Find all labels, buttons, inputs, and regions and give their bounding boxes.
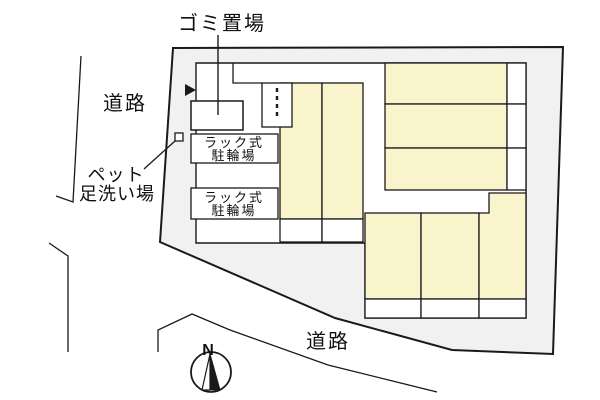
stall-end-box xyxy=(478,298,527,319)
rack2-label-line1: ラック式 xyxy=(204,190,264,205)
pet-wash-marker xyxy=(174,132,184,142)
pet-wash-label-line1: ペット xyxy=(88,165,145,185)
rack-bicycle-parking-2: ラック式 駐輪場 xyxy=(190,187,279,220)
pet-wash-label-line2: 足洗い場 xyxy=(79,184,155,204)
parking-stall xyxy=(384,62,508,105)
road-label-south: 道路 xyxy=(306,330,350,353)
road-edge-southwest xyxy=(48,242,69,352)
road-edge-west xyxy=(55,55,82,203)
parking-block-east xyxy=(384,62,527,191)
road-edge-south xyxy=(157,313,438,393)
parking-block-south xyxy=(364,192,527,319)
parking-stall xyxy=(384,103,508,149)
stall-end-box xyxy=(321,218,364,243)
garbage-area-label: ゴミ置場 xyxy=(178,12,266,35)
road-label-west: 道路 xyxy=(103,92,147,115)
stall-end-box xyxy=(506,103,527,149)
parking-stall xyxy=(384,147,508,191)
rack-bicycle-parking-1: ラック式 駐輪場 xyxy=(190,133,279,164)
parking-stall xyxy=(420,212,480,300)
parking-stall xyxy=(364,212,422,300)
stall-end-box xyxy=(279,218,323,243)
compass-needle-black xyxy=(209,353,221,391)
rack1-label-line2: 駐輪場 xyxy=(211,148,256,163)
stairwell-box xyxy=(261,82,293,128)
stall-end-box xyxy=(506,147,527,191)
entrance-arrow-icon xyxy=(185,84,196,96)
rack2-label-line2: 駐輪場 xyxy=(211,203,256,218)
rack1-label-line1: ラック式 xyxy=(204,135,264,150)
pet-wash-leader-line xyxy=(143,140,176,170)
stall-end-box xyxy=(364,298,422,319)
north-compass: N xyxy=(190,342,232,393)
building-step-line xyxy=(232,63,262,84)
stall-end-box xyxy=(420,298,480,319)
parking-stall xyxy=(321,82,364,220)
stall-end-box xyxy=(506,62,527,105)
north-label: N xyxy=(202,342,214,359)
garbage-area-box xyxy=(190,100,244,131)
